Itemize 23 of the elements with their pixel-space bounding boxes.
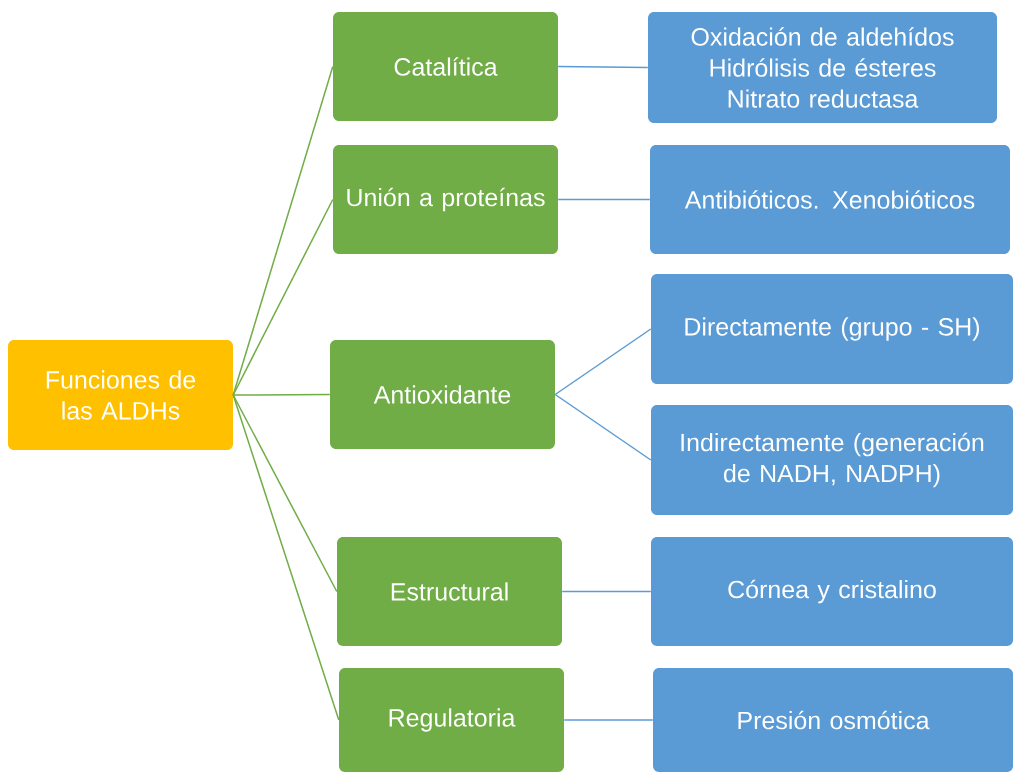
root-box: Funciones de las ALDHs bbox=[8, 340, 233, 450]
category-box: Estructural bbox=[337, 537, 562, 646]
connector-line bbox=[561, 590, 652, 593]
connector-line bbox=[232, 65, 334, 396]
detail-box: Córnea y cristalino bbox=[651, 537, 1013, 646]
connector-line bbox=[563, 719, 654, 721]
category-box: Regulatoria bbox=[339, 668, 564, 772]
connector-line bbox=[557, 198, 651, 201]
connector-line bbox=[232, 394, 340, 721]
connector-line bbox=[554, 328, 652, 396]
detail-box: Presión osmótica bbox=[653, 668, 1013, 772]
connector-line bbox=[554, 393, 652, 461]
detail-box: Antibióticos. Xenobióticos bbox=[650, 145, 1010, 254]
detail-box: Oxidación de aldehídos Hidrólisis de ésteres Nitrato reductasa bbox=[648, 12, 997, 123]
connector-line bbox=[232, 394, 338, 593]
category-box: Catalítica bbox=[333, 12, 558, 121]
category-box: Unión a proteínas bbox=[333, 145, 558, 254]
connector-line bbox=[232, 393, 331, 396]
category-box: Antioxidante bbox=[330, 340, 555, 449]
detail-box: Directamente (grupo - SH) bbox=[651, 274, 1013, 384]
connector-line bbox=[232, 198, 334, 396]
detail-box: Indirectamente (generación de NADH, NADPH) bbox=[651, 405, 1013, 515]
connector-line bbox=[557, 65, 649, 69]
